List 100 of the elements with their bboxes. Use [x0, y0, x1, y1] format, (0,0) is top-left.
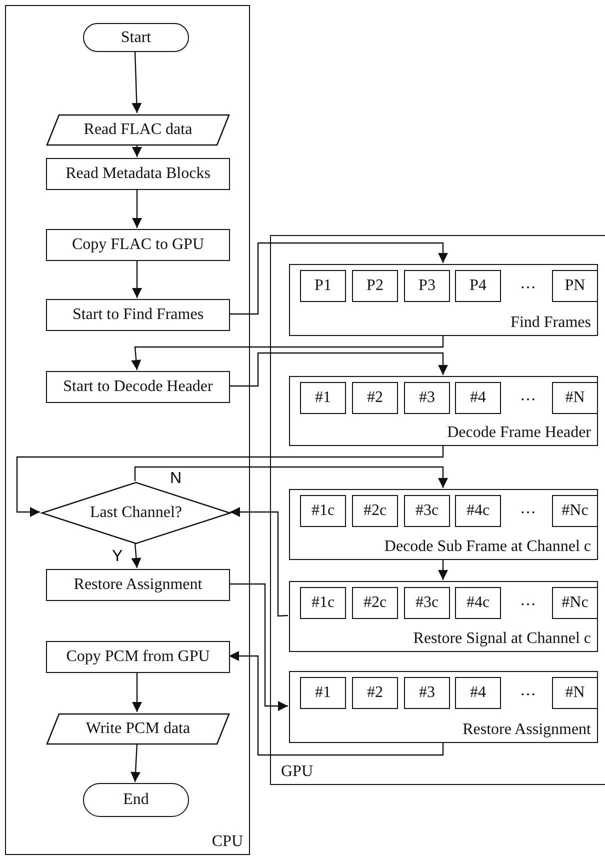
process-box [46, 158, 230, 190]
process-box [552, 270, 598, 302]
process-box [455, 495, 501, 527]
arrow [132, 672, 142, 712]
process-box [352, 495, 398, 527]
process-box [46, 229, 230, 261]
node-label: Start to Decode Header [63, 378, 213, 396]
terminal-capsule [83, 783, 189, 817]
node-label: #4 [470, 684, 486, 702]
arrow [438, 559, 448, 580]
arrow [132, 145, 142, 157]
arrow [132, 189, 142, 228]
panel-title: Find Frames [510, 314, 591, 332]
node-label: Restore Assignment [74, 576, 202, 594]
process-box [552, 382, 598, 414]
process-box [352, 677, 398, 709]
node-label: #N [565, 684, 585, 702]
process-box [552, 495, 598, 527]
process-box [552, 587, 598, 619]
panel-title: Decode Sub Frame at Channel c [384, 538, 591, 556]
node-label: P2 [366, 277, 384, 295]
arrow [229, 651, 444, 756]
arrow [229, 352, 448, 387]
process-box [455, 270, 501, 302]
process-box [552, 677, 598, 709]
process-box [300, 270, 346, 302]
node-label: #3 [419, 684, 435, 702]
node-label: #2c [363, 502, 387, 520]
process-box [404, 587, 450, 619]
process-box [404, 382, 450, 414]
ellipsis-text: … [520, 387, 536, 405]
process-box [46, 641, 230, 673]
kernel-panel [289, 489, 598, 560]
ellipsis-text: … [520, 682, 536, 700]
region-title: GPU [281, 763, 314, 781]
process-box [455, 382, 501, 414]
process-box [46, 569, 230, 601]
panel-title: Decode Frame Header [447, 424, 591, 442]
arrow [229, 242, 448, 315]
node-label: #2 [367, 389, 383, 407]
node-label: #2 [367, 684, 383, 702]
panel-title: Restore Assignment [462, 721, 591, 739]
process-box [300, 677, 346, 709]
arrow [229, 583, 288, 711]
arrow [132, 50, 142, 114]
node-label: #4c [466, 594, 490, 612]
process-box [455, 587, 501, 619]
node-label: #4 [470, 389, 486, 407]
kernel-panel [289, 671, 598, 743]
node-label: #1 [315, 389, 331, 407]
node-label: #N [565, 389, 585, 407]
process-box [404, 677, 450, 709]
node-label: Write PCM data [86, 720, 190, 738]
process-box [352, 587, 398, 619]
kernel-panel [289, 581, 598, 652]
process-box [300, 495, 346, 527]
node-label: #Nc [562, 502, 588, 520]
node-label: #1c [311, 502, 335, 520]
panel-title: Restore Signal at Channel c [413, 630, 591, 648]
process-box [404, 270, 450, 302]
process-box [300, 587, 346, 619]
ellipsis-text: … [520, 592, 536, 610]
node-label: P1 [314, 277, 332, 295]
process-box [46, 299, 230, 331]
ellipsis-text: … [520, 275, 536, 293]
terminal-capsule [83, 23, 189, 52]
arrow [131, 335, 444, 370]
region-title: CPU [212, 833, 243, 851]
process-box [404, 495, 450, 527]
node-label: Start [120, 28, 152, 46]
arrow [230, 507, 288, 617]
process-box [46, 371, 230, 403]
process-box [455, 677, 501, 709]
node-label: #3 [419, 389, 435, 407]
arrow [131, 542, 142, 568]
node-label: #3c [415, 502, 439, 520]
region-frame [270, 235, 605, 785]
node-label: #4c [466, 502, 490, 520]
node-label: Copy FLAC to GPU [72, 236, 204, 254]
node-label: #2c [363, 594, 387, 612]
node-label: P4 [470, 277, 486, 295]
process-box [352, 270, 398, 302]
arrow [16, 445, 444, 517]
ellipsis-text: … [520, 500, 536, 518]
process-box [352, 382, 398, 414]
node-label: #1c [311, 594, 335, 612]
node-label: #1 [315, 684, 331, 702]
region-frame [5, 5, 250, 855]
node-label: #3c [415, 594, 439, 612]
node-label: End [123, 791, 149, 809]
kernel-panel [289, 264, 598, 336]
node-label: Start to Find Frames [72, 306, 204, 324]
kernel-panel [289, 376, 598, 446]
node-label: #Nc [562, 594, 588, 612]
node-label: Read Metadata Blocks [66, 165, 210, 183]
node-label: P3 [418, 277, 436, 295]
node-label: PN [564, 277, 586, 295]
node-label: Copy PCM from GPU [66, 648, 210, 666]
node-label: Last Channel? [90, 504, 182, 522]
arrow [132, 260, 142, 298]
